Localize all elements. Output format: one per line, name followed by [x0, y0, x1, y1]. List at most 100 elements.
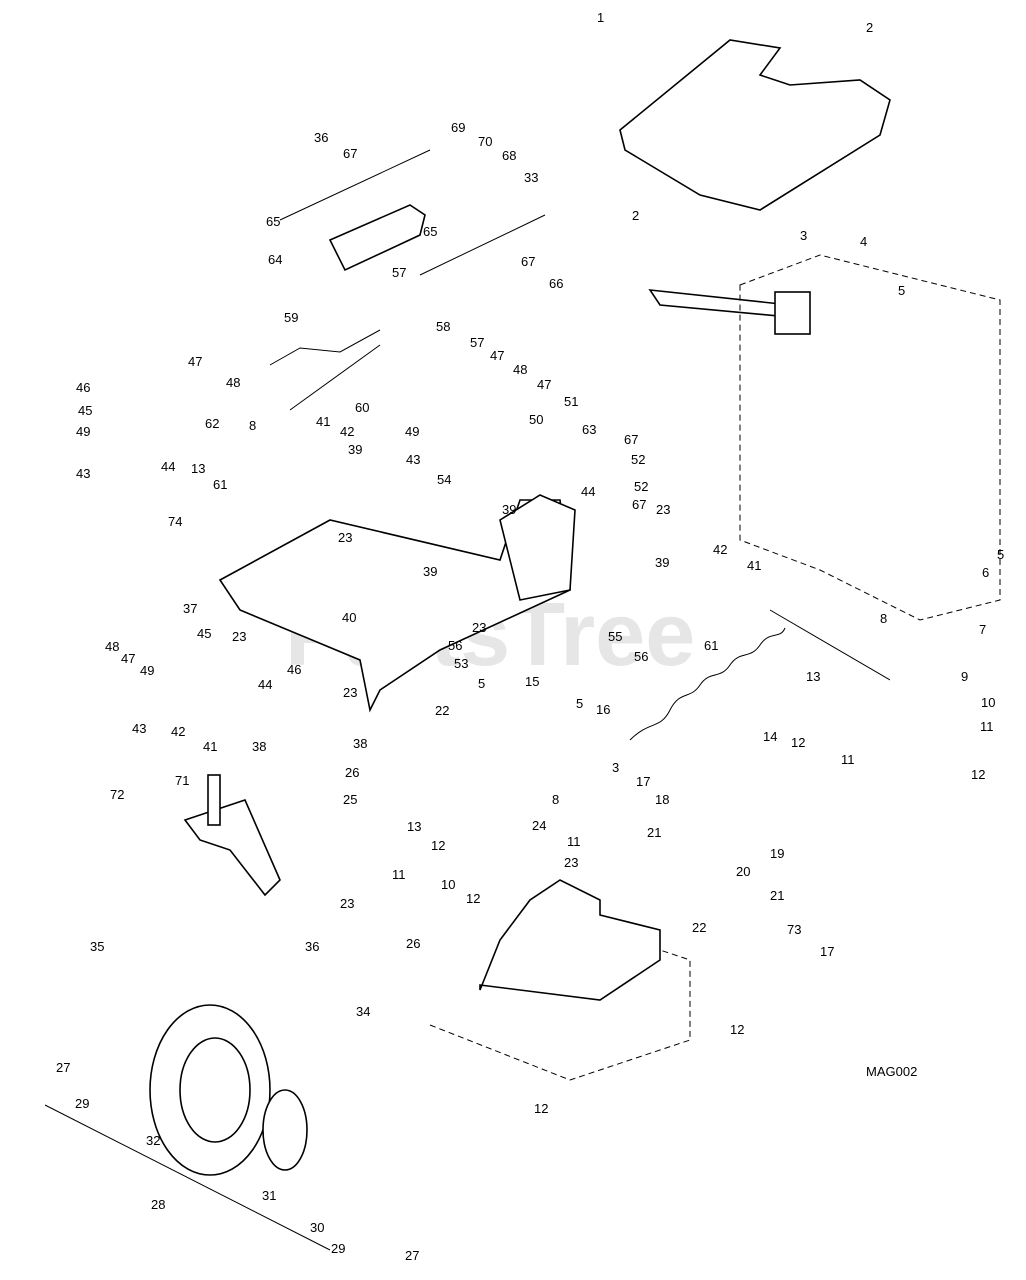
part-callout-label: 48: [105, 639, 119, 654]
part-callout-label: 52: [634, 479, 648, 494]
part-callout-label: 12: [730, 1022, 744, 1037]
part-callout-label: 67: [632, 497, 646, 512]
part-callout-label: 65: [423, 224, 437, 239]
part-callout-label: 45: [197, 626, 211, 641]
part-callout-label: 40: [342, 610, 356, 625]
pivot-pin-part: [207, 774, 221, 826]
part-callout-label: 50: [529, 412, 543, 427]
part-callout-label: 73: [787, 922, 801, 937]
part-callout-label: 41: [203, 739, 217, 754]
part-callout-label: 21: [770, 888, 784, 903]
part-callout-label: 49: [140, 663, 154, 678]
part-callout-label: 55: [608, 629, 622, 644]
part-callout-label: 13: [806, 669, 820, 684]
part-callout-label: 32: [146, 1133, 160, 1148]
caster-fork-part: [183, 799, 281, 897]
part-callout-label: 43: [132, 721, 146, 736]
part-callout-label: 41: [316, 414, 330, 429]
part-callout-label: 29: [331, 1241, 345, 1256]
wheel-hub-part: [262, 1089, 308, 1171]
rod-part: [289, 344, 381, 411]
part-callout-label: 10: [441, 877, 455, 892]
part-callout-label: 24: [532, 818, 546, 833]
part-callout-label: 48: [513, 362, 527, 377]
part-callout-label: 70: [478, 134, 492, 149]
part-callout-label: 3: [800, 228, 807, 243]
part-callout-label: 23: [564, 855, 578, 870]
part-callout-label: 5: [478, 676, 485, 691]
part-callout-label: 61: [213, 477, 227, 492]
part-callout-label: 56: [448, 638, 462, 653]
part-callout-label: 8: [249, 418, 256, 433]
part-callout-label: 35: [90, 939, 104, 954]
part-callout-label: 49: [76, 424, 90, 439]
part-callout-label: 25: [343, 792, 357, 807]
tire-rim-part: [179, 1037, 251, 1143]
part-callout-label: 34: [356, 1004, 370, 1019]
part-callout-label: 43: [406, 452, 420, 467]
part-callout-label: 42: [713, 542, 727, 557]
part-callout-label: 45: [78, 403, 92, 418]
part-callout-label: 51: [564, 394, 578, 409]
part-callout-label: 26: [345, 765, 359, 780]
part-callout-label: 47: [121, 651, 135, 666]
part-callout-label: 5: [898, 283, 905, 298]
part-callout-label: 31: [262, 1188, 276, 1203]
part-callout-label: 27: [56, 1060, 70, 1075]
part-callout-label: 56: [634, 649, 648, 664]
part-callout-label: 47: [537, 377, 551, 392]
part-callout-label: 59: [284, 310, 298, 325]
part-callout-label: 38: [252, 739, 266, 754]
part-callout-label: 11: [841, 752, 855, 767]
part-callout-label: 72: [110, 787, 124, 802]
part-callout-label: 7: [979, 622, 986, 637]
part-callout-label: 12: [534, 1101, 548, 1116]
part-callout-label: 44: [161, 459, 175, 474]
part-callout-label: 68: [502, 148, 516, 163]
part-callout-label: 37: [183, 601, 197, 616]
part-callout-label: 36: [314, 130, 328, 145]
part-callout-label: 41: [747, 558, 761, 573]
part-callout-label: 12: [431, 838, 445, 853]
part-callout-label: 47: [490, 348, 504, 363]
part-callout-label: 23: [232, 629, 246, 644]
part-callout-label: 12: [791, 735, 805, 750]
part-callout-label: 46: [287, 662, 301, 677]
part-callout-label: 23: [656, 502, 670, 517]
part-callout-label: 47: [188, 354, 202, 369]
part-callout-label: 66: [549, 276, 563, 291]
part-callout-label: 13: [407, 819, 421, 834]
part-callout-label: 21: [647, 825, 661, 840]
part-callout-label: 23: [338, 530, 352, 545]
part-callout-label: 11: [392, 867, 406, 882]
part-callout-label: 42: [340, 424, 354, 439]
part-callout-label: 18: [655, 792, 669, 807]
part-callout-label: 39: [655, 555, 669, 570]
part-callout-label: 15: [525, 674, 539, 689]
part-callout-label: 52: [631, 452, 645, 467]
part-callout-label: 64: [268, 252, 282, 267]
part-callout-label: 6: [982, 565, 989, 580]
part-callout-label: 71: [175, 773, 189, 788]
bearing-part: [774, 291, 811, 335]
part-callout-label: 29: [75, 1096, 89, 1111]
actuator-part: [328, 204, 426, 272]
part-callout-label: 44: [581, 484, 595, 499]
part-callout-label: 49: [405, 424, 419, 439]
part-callout-label: 43: [76, 466, 90, 481]
part-callout-label: 9: [961, 669, 968, 684]
spring-part: [629, 627, 786, 741]
part-callout-label: 16: [596, 702, 610, 717]
part-callout-label: 39: [502, 502, 516, 517]
part-callout-label: 2: [632, 208, 639, 223]
rod-part: [269, 329, 381, 366]
part-callout-label: 27: [405, 1248, 419, 1263]
part-callout-label: 26: [406, 936, 420, 951]
part-callout-label: 1: [597, 10, 604, 25]
part-callout-label: 22: [435, 703, 449, 718]
part-callout-label: 39: [348, 442, 362, 457]
part-callout-label: 44: [258, 677, 272, 692]
part-callout-label: 53: [454, 656, 468, 671]
part-callout-label: 28: [151, 1197, 165, 1212]
rod-part: [769, 609, 891, 681]
